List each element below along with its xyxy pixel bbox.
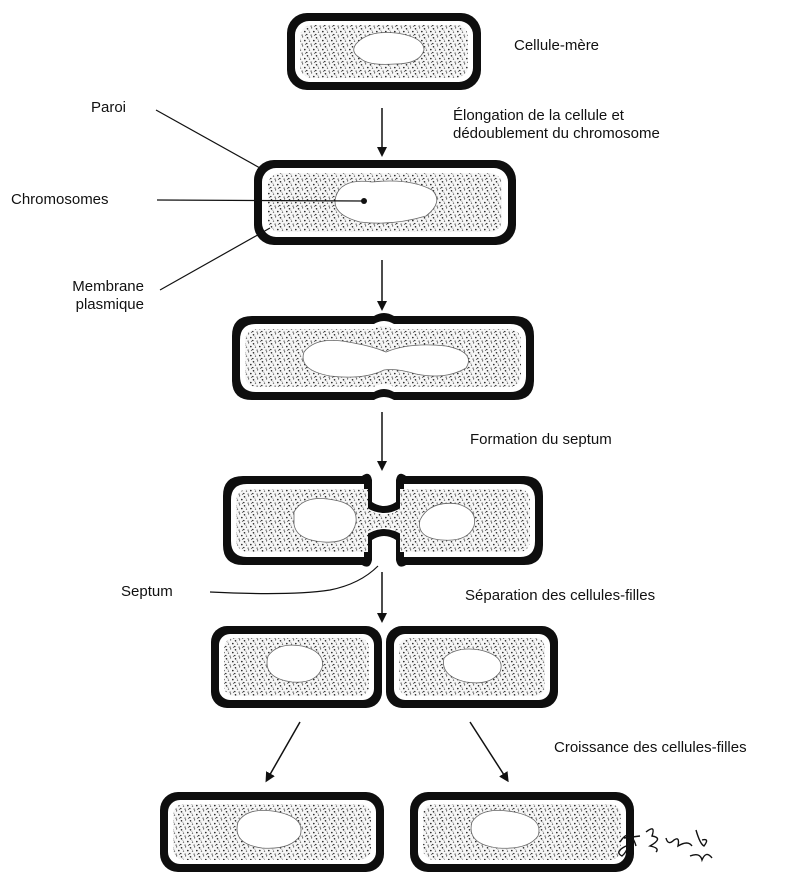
- part-label-septum: Septum: [121, 582, 173, 601]
- mother-cell: [287, 13, 481, 90]
- arrow-to-grown-right: [470, 722, 506, 778]
- daughter-cell-right: [386, 626, 558, 708]
- part-label-chromosomes: Chromosomes: [11, 190, 109, 209]
- daughter-cell-left: [211, 626, 382, 708]
- elongated-cell: [254, 160, 516, 245]
- arrow-to-grown-left: [268, 722, 300, 778]
- part-label-wall: Paroi: [91, 98, 126, 117]
- part-label-membrane-line2: plasmique: [44, 295, 144, 314]
- septum-leader: [210, 566, 378, 594]
- stage-label-septum-formation: Formation du septum: [470, 430, 612, 449]
- grown-cell-left: [160, 792, 384, 872]
- stage-label-separation: Séparation des cellules-filles: [465, 586, 655, 605]
- grown-cell-right: [410, 792, 634, 872]
- chromosome-icon: [335, 181, 437, 223]
- part-label-membrane-line1: Membrane: [44, 277, 144, 296]
- membrane-leader: [160, 228, 270, 290]
- stage-label-mother: Cellule-mère: [514, 36, 599, 55]
- septum-forming-cell: [223, 474, 543, 567]
- chromosome-icon: [267, 645, 323, 682]
- chromosome-icon: [294, 499, 356, 543]
- constricting-cell: [232, 313, 534, 400]
- chromosome-icon: [354, 32, 424, 64]
- stage-label-growth: Croissance des cellules-filles: [554, 738, 747, 757]
- stage-label-elongation-line2: dédoublement du chromosome: [453, 124, 660, 143]
- stage-label-elongation-line1: Élongation de la cellule et: [453, 106, 624, 125]
- wall-leader: [156, 110, 260, 168]
